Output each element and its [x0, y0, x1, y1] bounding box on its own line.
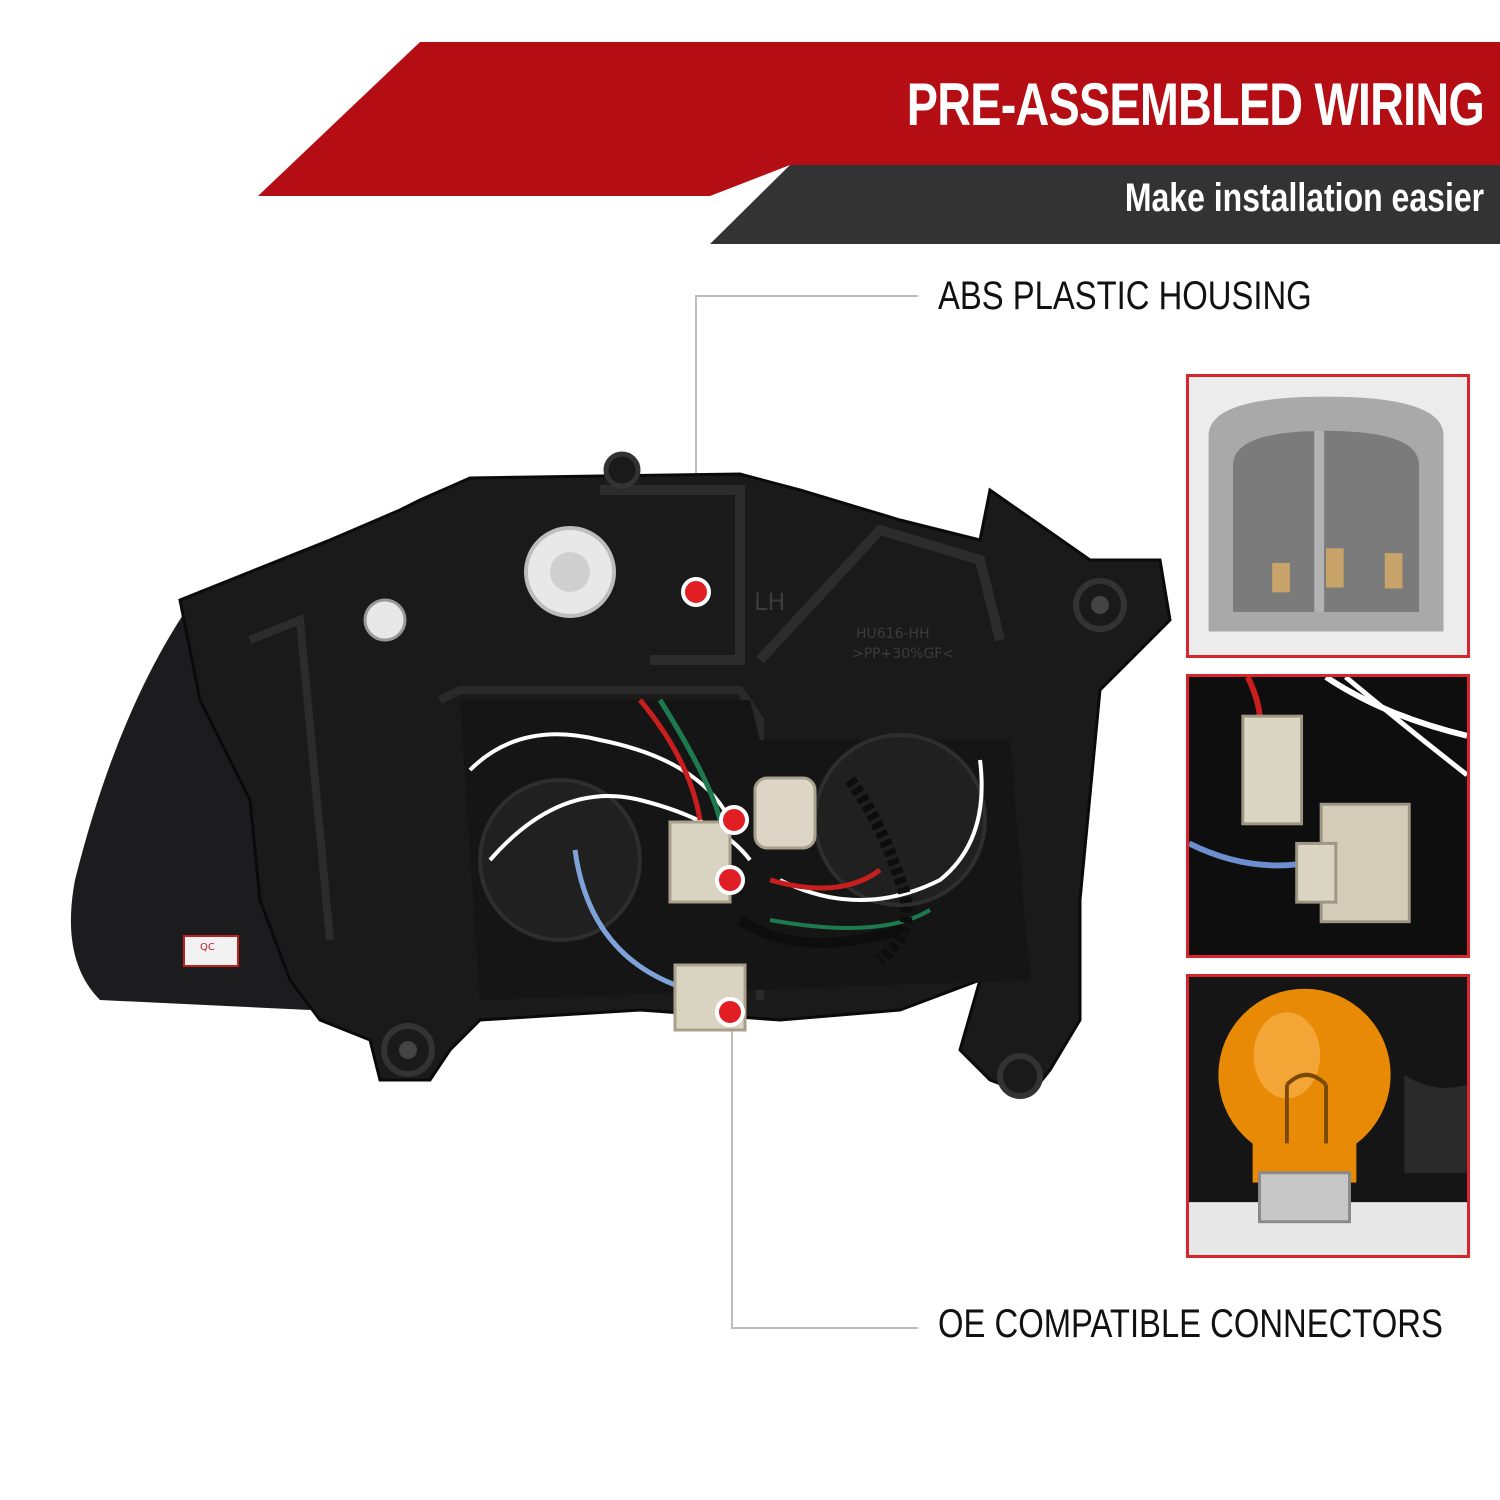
embossed-material: >PP+30%GF<	[852, 646, 954, 662]
red-banner	[258, 42, 1500, 196]
connector-round	[753, 776, 817, 850]
connector-upper	[668, 820, 732, 904]
connectors-callout-label: OE COMPATIBLE CONNECTORS	[938, 1302, 1443, 1346]
connector-callout-dot-2	[715, 865, 745, 895]
thumbnail-connector-plug	[1186, 374, 1470, 658]
embossed-side: LH	[754, 588, 785, 616]
dark-banner	[710, 165, 1500, 244]
thumbnail-amber-bulb	[1186, 974, 1470, 1258]
connector-callout-dot-1	[719, 805, 749, 835]
banner-subtitle: Make installation easier	[1124, 176, 1484, 220]
housing-callout-dot	[681, 577, 711, 607]
thumbnail-connector-pair	[1186, 674, 1470, 958]
embossed-part: HU616-HH	[856, 626, 930, 642]
housing-callout-label: ABS PLASTIC HOUSING	[938, 274, 1312, 318]
banner-title: PRE-ASSEMBLED WIRING	[906, 71, 1485, 138]
connector-callout-dot-3	[715, 997, 745, 1027]
qc-sticker: QC	[200, 942, 215, 953]
